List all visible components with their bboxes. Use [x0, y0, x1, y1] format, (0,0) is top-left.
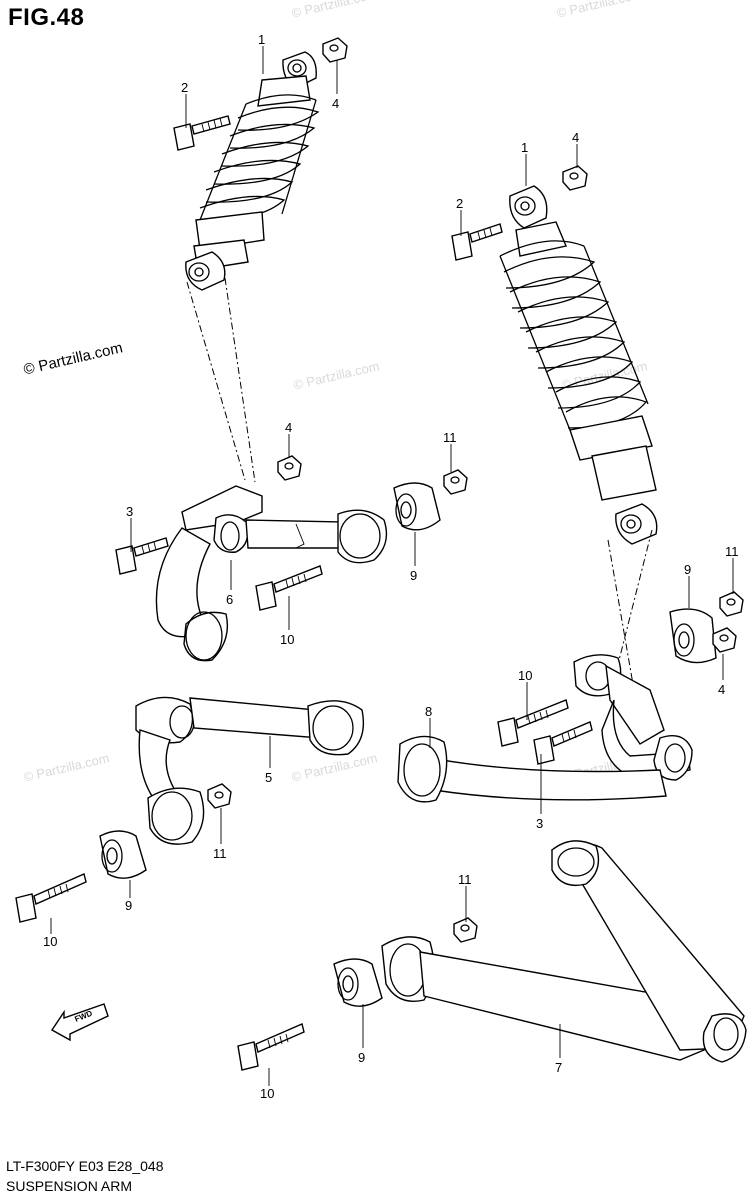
- callout-9: 9: [358, 1050, 365, 1065]
- section-name: SUSPENSION ARM: [6, 1178, 133, 1194]
- callout-3: 3: [536, 816, 543, 831]
- alignment-line: [607, 539, 635, 691]
- bolt-3-right[interactable]: [533, 721, 593, 765]
- bushing-9-upper[interactable]: [393, 482, 441, 531]
- callout-4: 4: [718, 682, 725, 697]
- callout-1: 1: [258, 32, 265, 47]
- bolt-10-lower-right[interactable]: [237, 1023, 305, 1071]
- bolt-3-left[interactable]: [115, 537, 169, 575]
- nut-4-left-top[interactable]: [322, 37, 348, 63]
- nut-11-lower-right[interactable]: [453, 917, 478, 943]
- nut-11-lower-left[interactable]: [207, 783, 232, 809]
- bushing-9-lower-right[interactable]: [333, 958, 383, 1007]
- shock-absorber-left[interactable]: [185, 51, 320, 291]
- bolt-2-right[interactable]: [451, 223, 503, 261]
- alignment-line: [186, 281, 246, 481]
- callout-9: 9: [125, 898, 132, 913]
- lower-arm-7[interactable]: [381, 840, 747, 1063]
- callout-2: 2: [181, 80, 188, 95]
- lower-arm-5[interactable]: [135, 696, 365, 845]
- callout-7: 7: [555, 1060, 562, 1075]
- alignment-line: [224, 277, 256, 483]
- callout-9: 9: [684, 562, 691, 577]
- callout-1: 1: [521, 140, 528, 155]
- upper-arm-6[interactable]: [155, 485, 388, 662]
- nut-4-right-top[interactable]: [562, 165, 588, 191]
- nut-11-right[interactable]: [719, 591, 744, 617]
- callout-11: 11: [213, 846, 227, 861]
- nut-4-left-mid[interactable]: [277, 455, 302, 481]
- callout-4: 4: [572, 130, 579, 145]
- bolt-10-upper[interactable]: [255, 565, 323, 611]
- callout-11: 11: [725, 544, 739, 559]
- bushing-9-right[interactable]: [669, 608, 717, 664]
- bolt-10-lower-left[interactable]: [15, 873, 87, 923]
- nut-11-upper[interactable]: [443, 469, 468, 495]
- callout-4: 4: [332, 96, 339, 111]
- callout-10: 10: [280, 632, 294, 647]
- nut-4-right-lower[interactable]: [712, 627, 737, 653]
- alignment-line: [613, 529, 653, 681]
- shock-absorber-right[interactable]: [499, 185, 658, 545]
- callout-3: 3: [126, 504, 133, 519]
- fwd-arrow-icon: FWD: [50, 1003, 109, 1042]
- callout-10: 10: [260, 1086, 274, 1101]
- leader-lines: [50, 46, 734, 1086]
- bushing-9-lower-left[interactable]: [99, 830, 147, 879]
- callout-2: 2: [456, 196, 463, 211]
- figure-title: FIG.48: [8, 4, 85, 31]
- callout-10: 10: [518, 668, 532, 683]
- callout-11: 11: [458, 872, 472, 887]
- callout-10: 10: [43, 934, 57, 949]
- callout-labels: 1 2 4 4 1 4 2 11 3 9 6 10 11 9 4 10 8 5 …: [43, 32, 739, 1101]
- bolt-10-right[interactable]: [497, 699, 569, 747]
- callout-11: 11: [443, 430, 457, 445]
- model-code: LT-F300FY E03 E28_048: [6, 1158, 164, 1174]
- callout-5: 5: [265, 770, 272, 785]
- callout-9: 9: [410, 568, 417, 583]
- callout-6: 6: [226, 592, 233, 607]
- callout-8: 8: [425, 704, 432, 719]
- callout-4: 4: [285, 420, 292, 435]
- upper-arm-8[interactable]: [397, 654, 693, 803]
- bolt-2-left[interactable]: [173, 115, 231, 151]
